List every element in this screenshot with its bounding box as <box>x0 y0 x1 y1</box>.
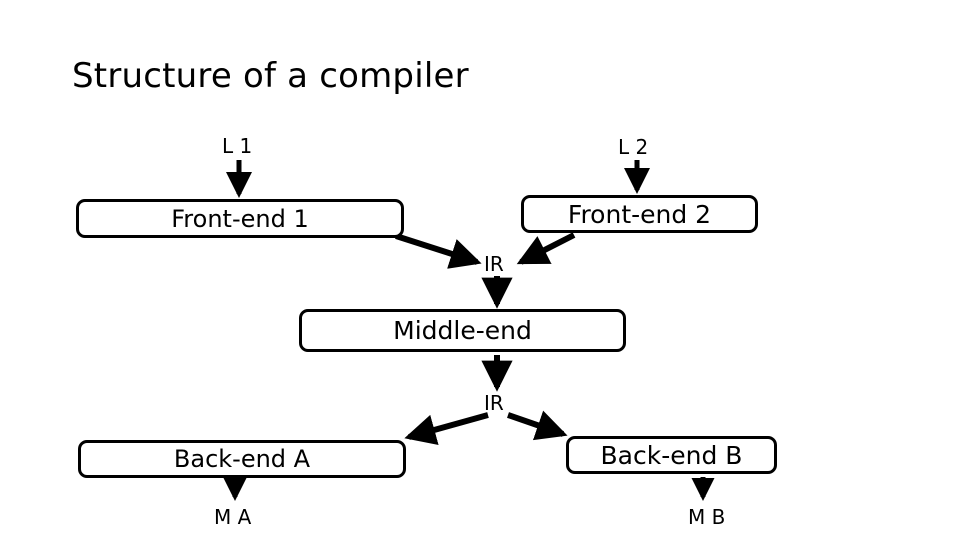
arrow-ir-to-backendb <box>507 410 568 441</box>
edge-label-ir-bottom: IR <box>484 391 504 415</box>
page-title: Structure of a compiler <box>72 56 469 96</box>
arrow-frontend2-to-ir <box>516 232 576 265</box>
node-label-middle-end: Middle-end <box>393 316 532 345</box>
node-front-end-1[interactable]: Front-end 1 <box>76 199 404 238</box>
node-back-end-b[interactable]: Back-end B <box>566 436 777 474</box>
node-label-front-end-2: Front-end 2 <box>567 199 712 229</box>
node-front-end-2[interactable]: Front-end 2 <box>521 195 758 233</box>
edge-label-ma: M A <box>214 505 252 529</box>
arrow-frontend1-to-ir <box>395 233 482 269</box>
node-label-back-end-a: Back-end A <box>173 445 311 473</box>
node-middle-end[interactable]: Middle-end <box>299 309 626 352</box>
arrow-ir-to-backenda <box>404 412 489 445</box>
node-back-end-a[interactable]: Back-end A <box>78 440 406 478</box>
edge-label-mb: M B <box>688 505 726 529</box>
node-label-front-end-1: Front-end 1 <box>171 204 309 233</box>
edge-label-ir-top: IR <box>484 252 504 276</box>
node-label-back-end-b: Back-end B <box>600 440 743 470</box>
edge-label-l2: L 2 <box>618 135 649 159</box>
edge-label-l1: L 1 <box>222 134 253 158</box>
